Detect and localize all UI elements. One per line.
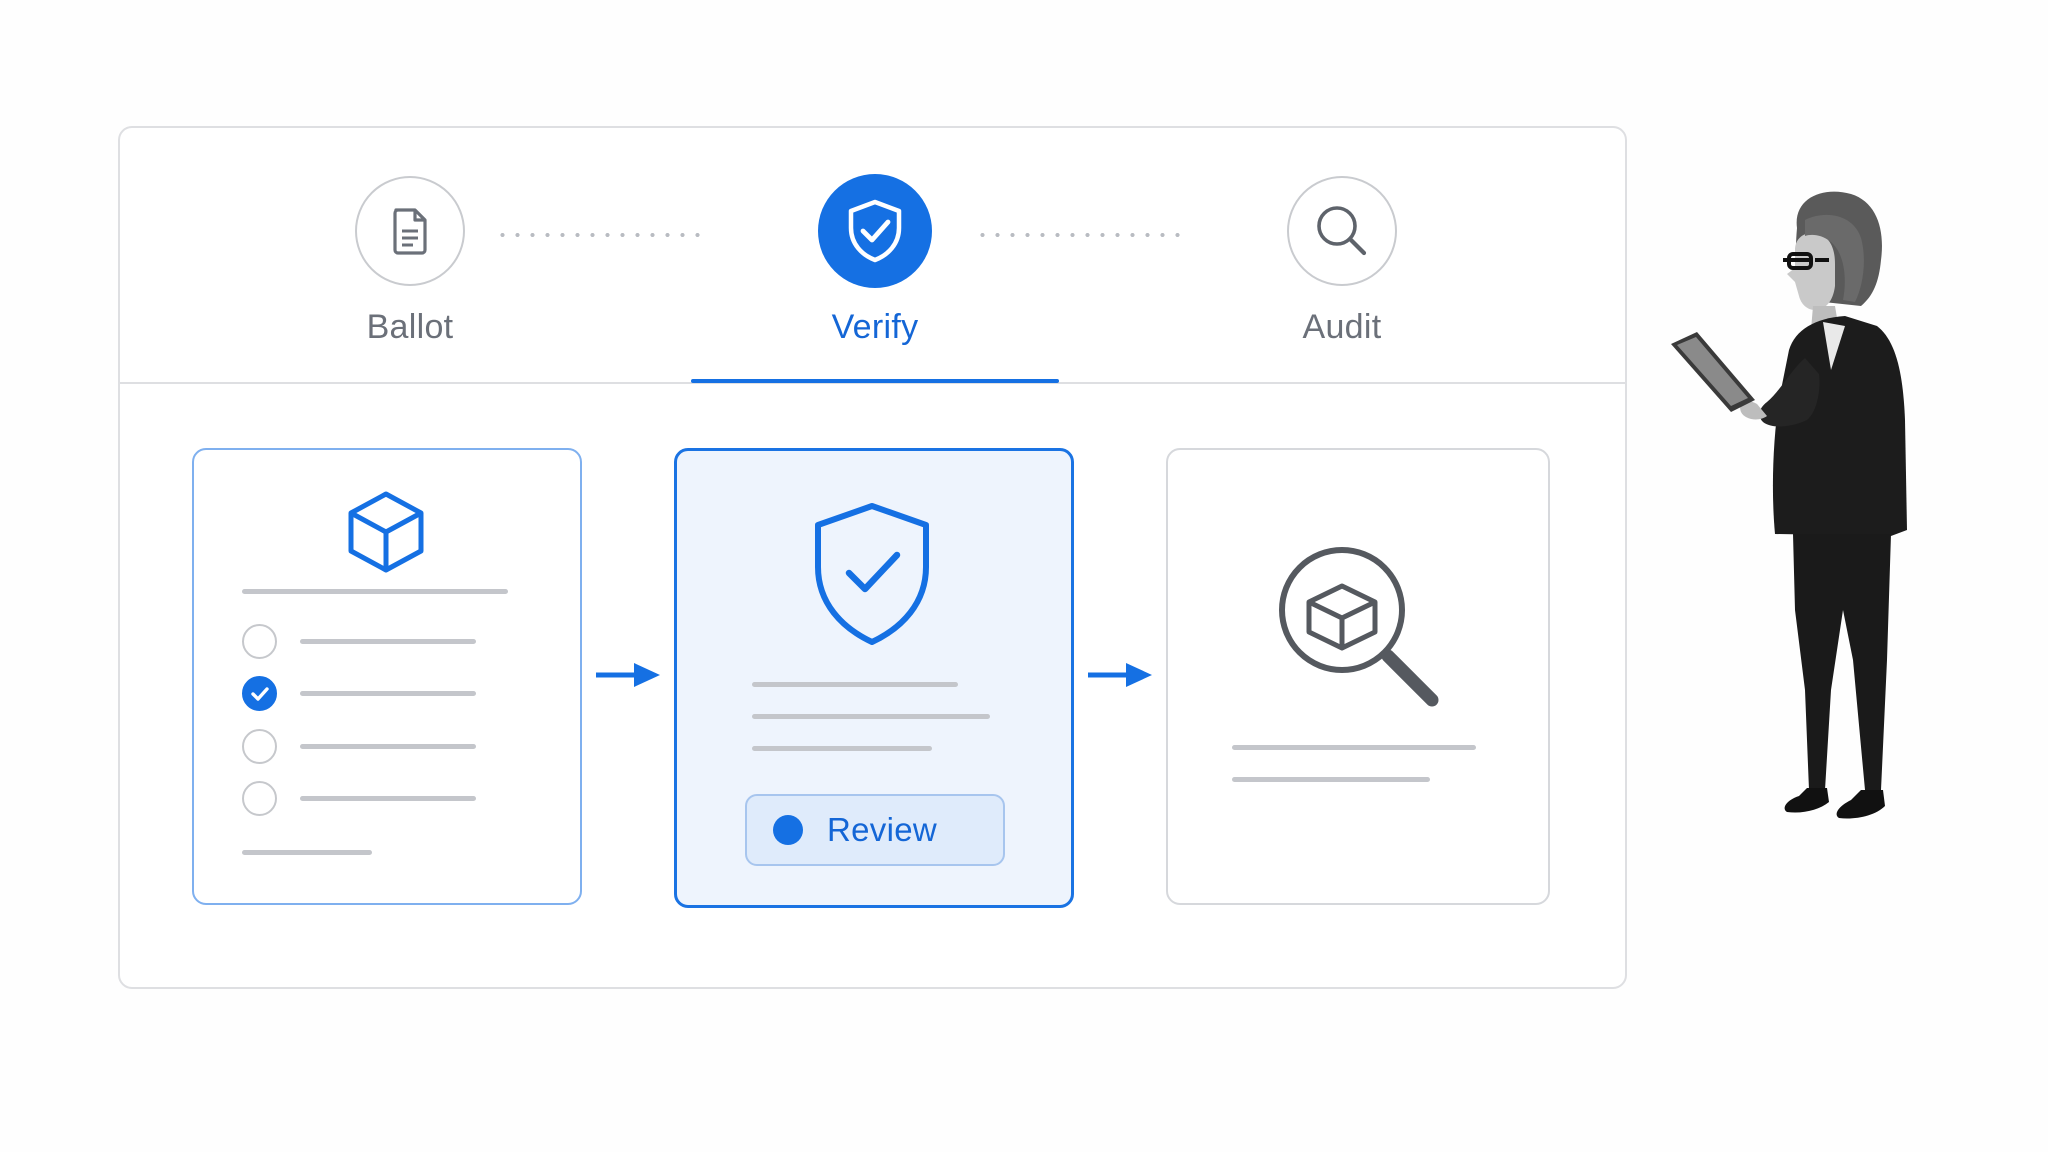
arrow-right-icon bbox=[1088, 663, 1152, 687]
step-audit-label: Audit bbox=[1302, 308, 1382, 346]
status-dot bbox=[773, 815, 803, 845]
step-verify-circle[interactable] bbox=[818, 174, 932, 288]
shield-check-icon bbox=[815, 503, 929, 645]
document-icon bbox=[393, 208, 427, 255]
active-step-indicator bbox=[691, 379, 1059, 383]
ballot-option-radio[interactable] bbox=[242, 624, 277, 659]
ballot-option-radio[interactable] bbox=[242, 781, 277, 816]
search-icon bbox=[1317, 206, 1367, 256]
step-verify-label: Verify bbox=[831, 308, 919, 346]
review-button[interactable]: Review bbox=[745, 794, 1005, 866]
checkmark-icon bbox=[250, 686, 269, 701]
step-ballot-circle[interactable] bbox=[355, 176, 465, 286]
ballot-option-radio[interactable] bbox=[242, 729, 277, 764]
ballot-option-line bbox=[300, 639, 476, 644]
step-connector bbox=[495, 233, 703, 237]
verify-card[interactable]: Review bbox=[674, 448, 1074, 908]
person-with-tablet-illustration bbox=[1671, 191, 1907, 819]
ballot-card[interactable] bbox=[192, 448, 582, 905]
ballot-option-line bbox=[300, 744, 476, 749]
stepper: Ballot Verify Audit bbox=[120, 128, 1625, 384]
audit-detail-line bbox=[1232, 777, 1430, 782]
arrow-right-icon bbox=[596, 663, 660, 687]
step-verify[interactable]: Verify bbox=[755, 174, 995, 347]
verify-detail-line bbox=[752, 714, 990, 719]
workflow-panel: Ballot Verify Audit bbox=[118, 126, 1627, 989]
step-ballot[interactable]: Ballot bbox=[290, 176, 530, 347]
step-ballot-label: Ballot bbox=[366, 308, 454, 346]
step-connector bbox=[975, 233, 1183, 237]
shield-check-icon bbox=[848, 199, 902, 263]
audit-card[interactable] bbox=[1166, 448, 1550, 905]
verify-detail-line bbox=[752, 746, 932, 751]
review-button-label: Review bbox=[827, 811, 938, 848]
step-audit[interactable]: Audit bbox=[1222, 176, 1462, 347]
ballot-option-radio-checked[interactable] bbox=[242, 676, 277, 711]
magnifier-cube-icon bbox=[1279, 547, 1439, 707]
verify-detail-line bbox=[752, 682, 958, 687]
ballot-footer-line bbox=[242, 850, 372, 855]
ballot-option-line bbox=[300, 796, 476, 801]
ballot-title-line bbox=[242, 589, 508, 594]
cube-icon bbox=[348, 491, 424, 573]
ballot-option-line bbox=[300, 691, 476, 696]
step-audit-circle[interactable] bbox=[1287, 176, 1397, 286]
audit-detail-line bbox=[1232, 745, 1476, 750]
